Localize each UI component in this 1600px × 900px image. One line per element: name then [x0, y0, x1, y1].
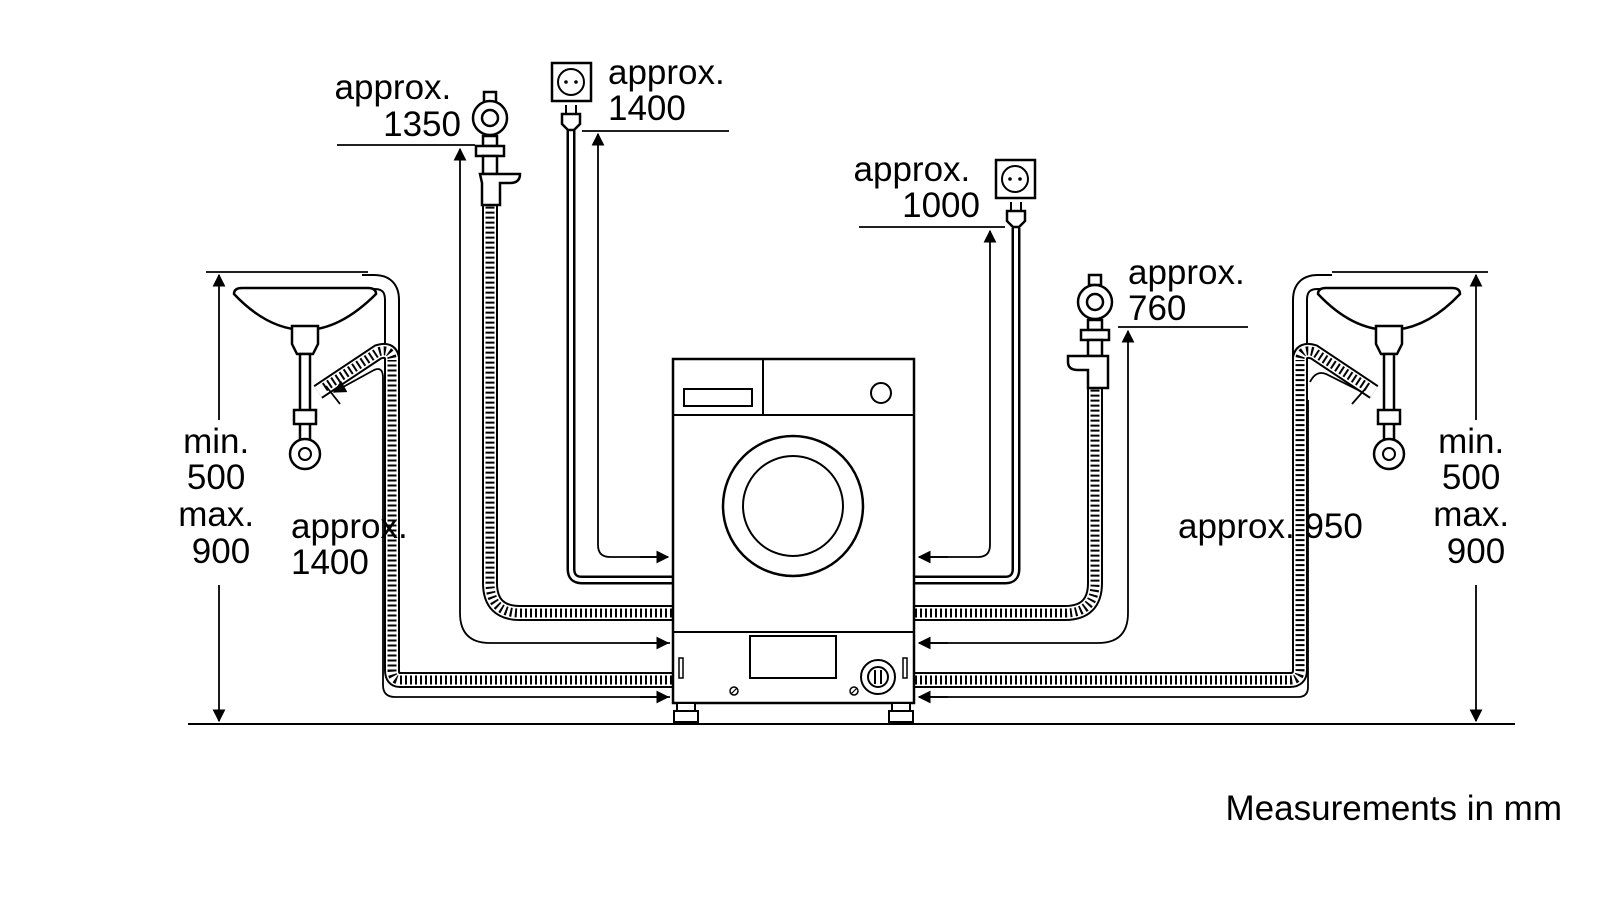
left-sink-icon [232, 286, 378, 471]
washing-machine-icon [671, 357, 916, 723]
left-inlet-dimension [337, 144, 670, 650]
right-water-tap-icon [1066, 273, 1114, 390]
right-drain-height-label: min. 500 max. 900 [1433, 422, 1519, 571]
left-drain-length-label: approx. 1400 [291, 507, 417, 582]
left-water-tap-icon [471, 90, 522, 207]
right-height-dimension [1332, 271, 1488, 723]
left-power-dimension [582, 130, 729, 564]
right-sink-icon [1316, 286, 1462, 471]
right-drain-dimension [1309, 372, 1367, 405]
right-drain-length-label: approx. 950 [1178, 507, 1363, 546]
left-inlet-hose [482, 205, 672, 621]
right-inlet-hose [915, 388, 1103, 621]
right-inlet-length-label: approx. 760 [1128, 253, 1254, 328]
left-power-plug-icon [560, 105, 582, 132]
left-drain-dimension [325, 368, 670, 698]
right-drain-hose [915, 274, 1379, 688]
right-inlet-dimension [917, 326, 1248, 650]
left-drain-hose [313, 274, 672, 688]
left-height-dimension [206, 271, 368, 723]
right-power-cable [915, 228, 1021, 585]
left-power-length-label: approx. 1400 [608, 53, 734, 128]
bottom-drain-arrows [640, 400, 1309, 704]
left-power-cable [566, 130, 672, 585]
right-power-socket-icon [994, 158, 1037, 200]
right-power-plug-icon [1005, 202, 1027, 229]
right-power-dimension [859, 226, 1005, 564]
right-power-length-label: approx. 1000 [854, 150, 980, 225]
units-note: Measurements in mm [1226, 789, 1562, 828]
left-drain-height-label: min. 500 max. 900 [178, 422, 264, 571]
left-inlet-length-label: approx. 1350 [335, 68, 461, 144]
left-power-socket-icon [550, 61, 593, 103]
